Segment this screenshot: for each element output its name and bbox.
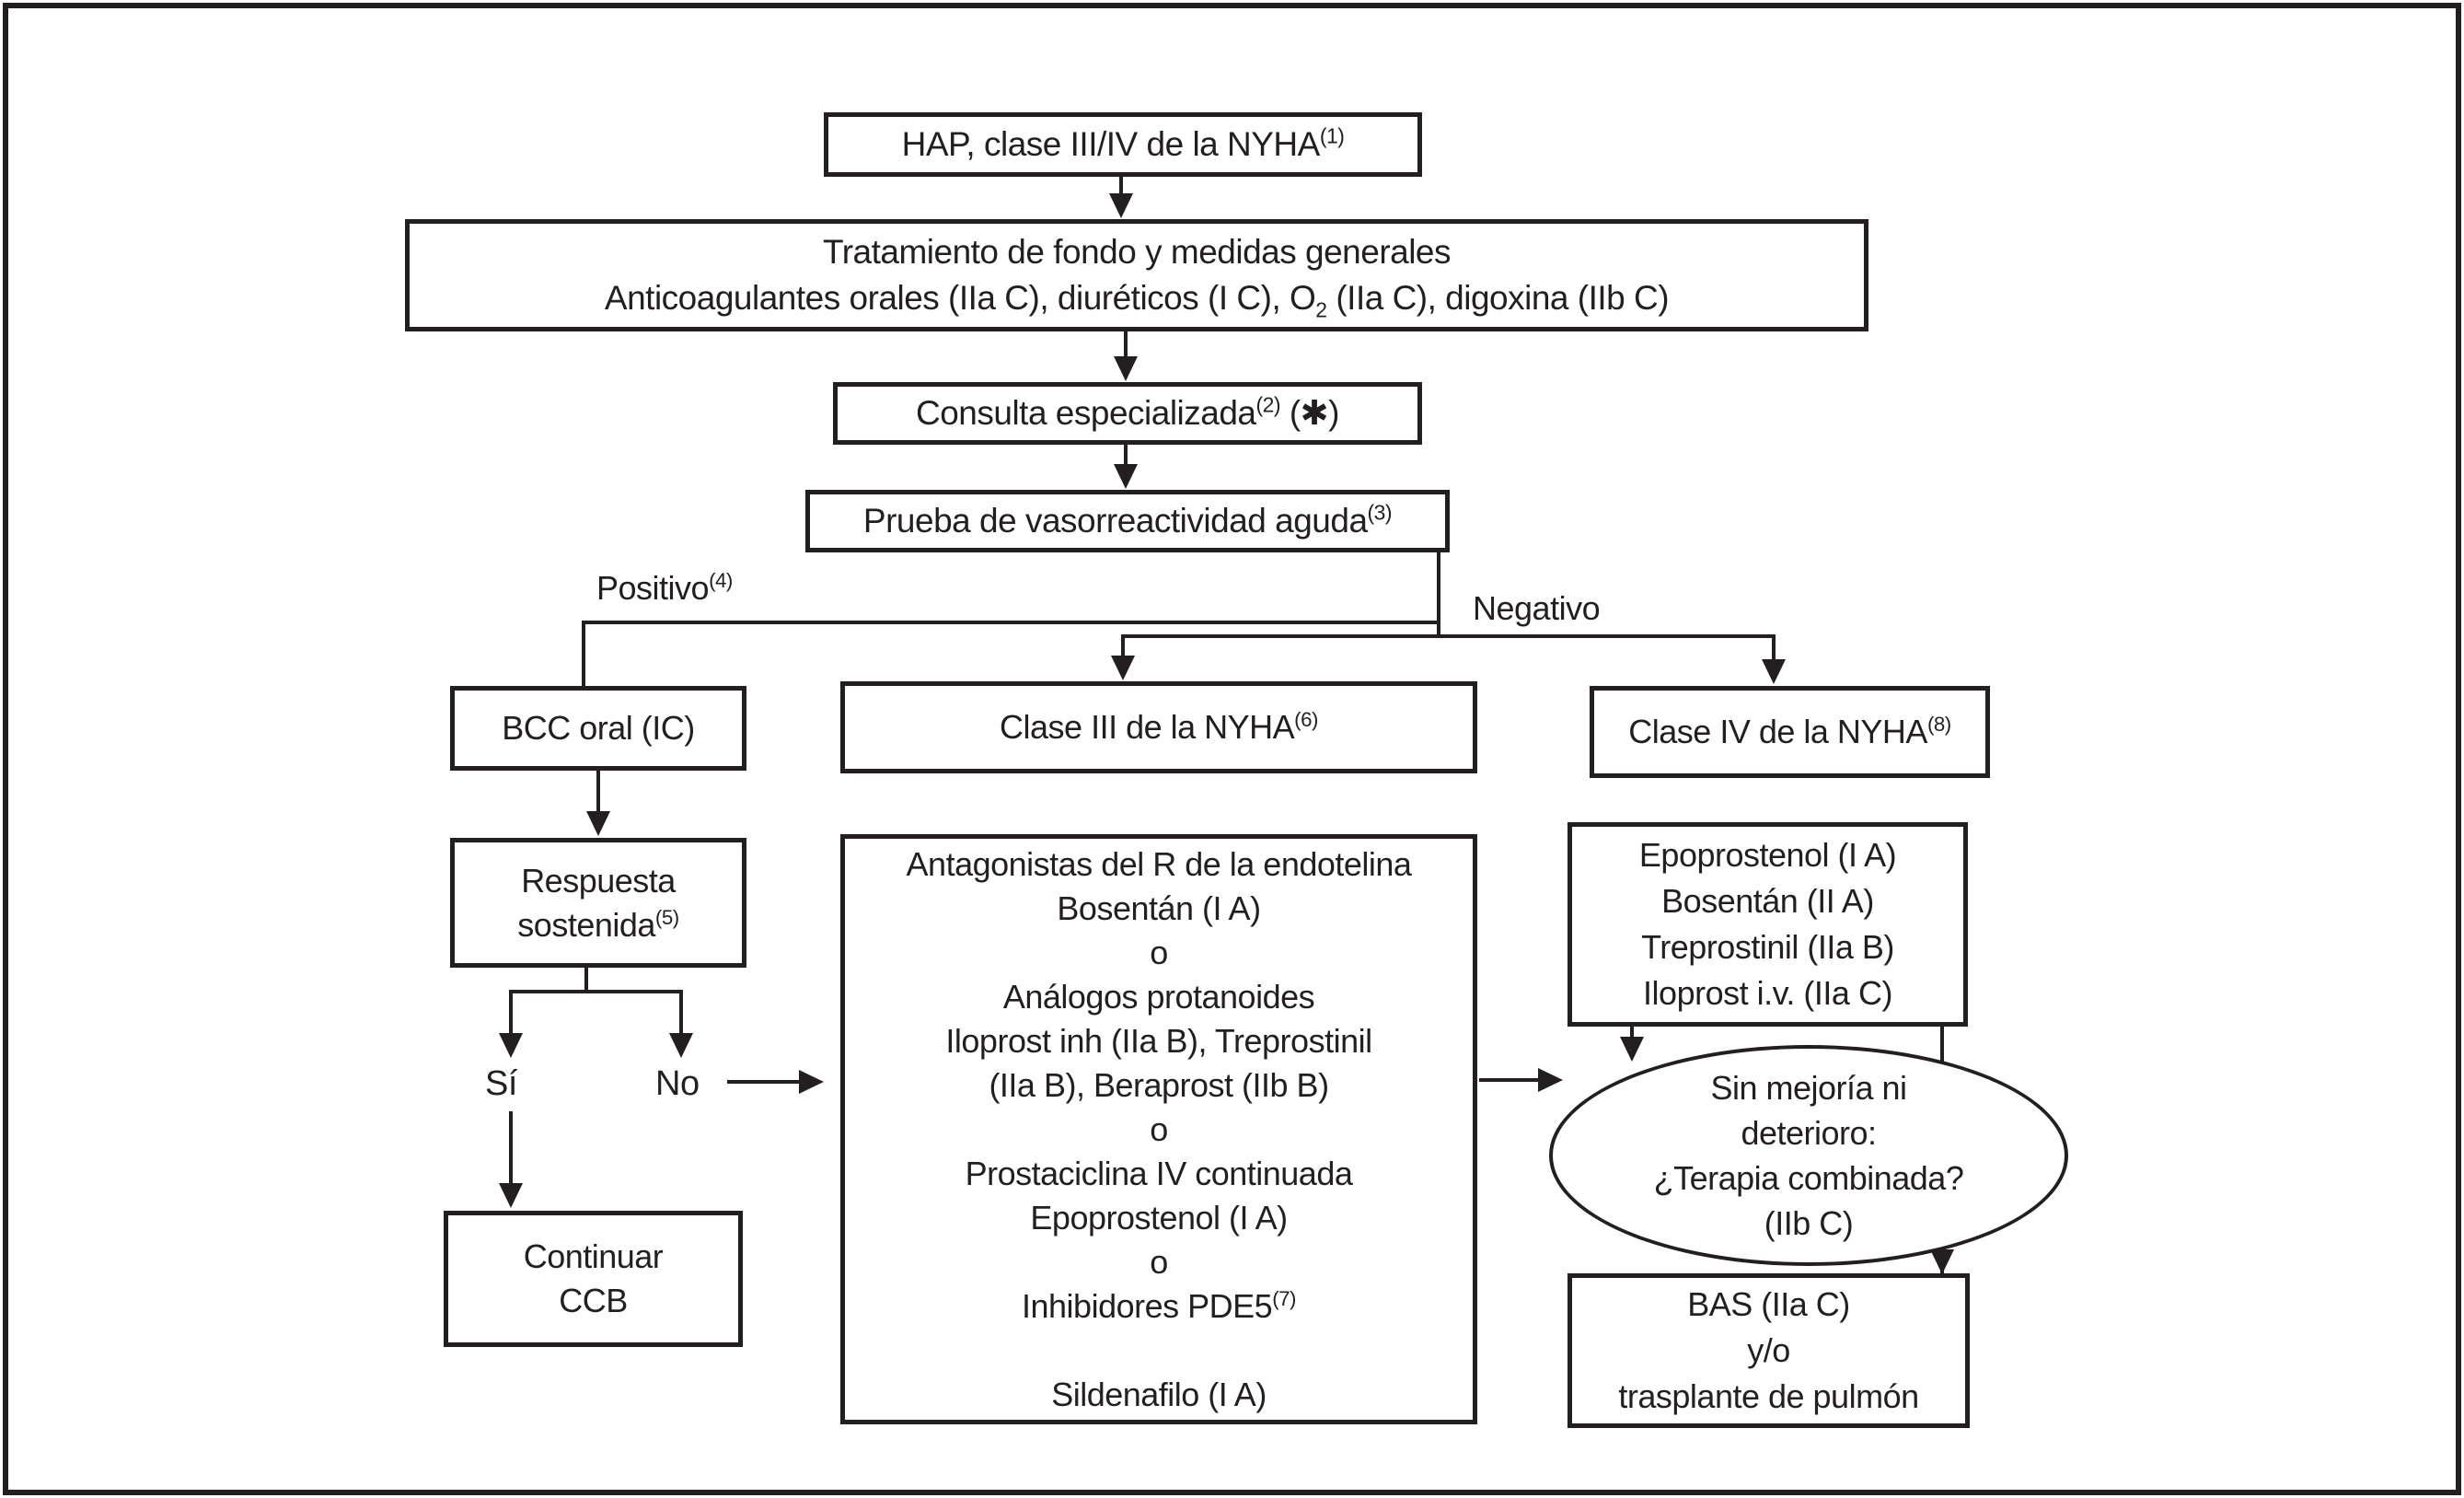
edge-label-negativo: Negativo xyxy=(1473,589,1601,627)
text-line: Treprostinil (IIa B) xyxy=(1641,928,1894,966)
negativo-rail xyxy=(1121,634,1776,638)
text-line: (IIa B), Beraprost (IIb B) xyxy=(989,1065,1329,1104)
node-continuar-ccb: Continuar CCB xyxy=(444,1211,743,1347)
node-respuesta-line1: Respuesta xyxy=(521,861,676,900)
connector-split-si xyxy=(509,990,513,1036)
connector-hap-tratamiento xyxy=(1119,175,1123,197)
connector-bcc-respuesta xyxy=(596,769,600,815)
footnote-marker: (2) xyxy=(1255,392,1281,417)
text-line: o xyxy=(1150,933,1168,971)
footnote-marker: (6) xyxy=(1294,708,1318,731)
text-line: Bosentán (I A) xyxy=(1057,888,1261,927)
arrowhead-negativo-clase3 xyxy=(1111,656,1135,680)
text-line: o xyxy=(1150,1242,1168,1281)
footnote-marker: (4) xyxy=(709,569,733,592)
connector-tratamiento3-terapia xyxy=(1479,1078,1540,1082)
text-line: Sin mejoría ni xyxy=(1710,1069,1907,1107)
connector-tratamiento-consulta xyxy=(1124,330,1128,359)
arrowhead-si-continuar xyxy=(499,1183,523,1208)
text-line: Epoprostenol (I A) xyxy=(1638,836,1897,874)
arrowhead-tratamiento3-terapia xyxy=(1538,1068,1563,1092)
arrowhead-farmacos-terapia xyxy=(1620,1037,1644,1062)
node-hap: HAP, clase III/IV de la NYHA(1) xyxy=(824,112,1422,177)
node-respuesta-line2: sostenida(5) xyxy=(517,905,679,944)
node-hap-label: HAP, clase III/IV de la NYHA(1) xyxy=(901,123,1345,163)
footnote-marker: (5) xyxy=(654,905,679,929)
node-clase3: Clase III de la NYHA(6) xyxy=(840,681,1477,773)
node-tratamiento-line2: Anticoagulantes orales (IIa C), diurétic… xyxy=(604,279,1670,322)
node-consulta-label: Consulta especializada(2) (✱) xyxy=(916,392,1339,432)
connector-farmacos-terapia xyxy=(1630,1025,1634,1039)
node-tratamiento-line1: Tratamiento de fondo y medidas generales xyxy=(822,233,1452,271)
node-clase4-label: Clase IV de la NYHA(8) xyxy=(1628,713,1951,750)
text-line: deterioro: xyxy=(1741,1114,1877,1152)
text-line: y/o xyxy=(1747,1331,1790,1369)
edge-label-si: Sí xyxy=(485,1064,517,1103)
connector-prueba-junction xyxy=(1437,551,1440,638)
arrowhead-split-no xyxy=(669,1033,693,1058)
node-prueba-label: Prueba de vasorreactividad aguda(3) xyxy=(862,500,1393,540)
text-line: Análogos protanoides xyxy=(1002,977,1315,1016)
connector-positivo-bcc xyxy=(582,621,585,686)
arrowhead-negativo-clase4 xyxy=(1762,659,1786,684)
arrowhead-split-si xyxy=(499,1033,523,1058)
text-line xyxy=(845,1329,1473,1373)
arrowhead-tratamiento-consulta xyxy=(1114,356,1138,381)
o2-subscript: 2 xyxy=(1315,297,1327,322)
connector-split-no xyxy=(679,990,683,1036)
connector-negativo-clase4 xyxy=(1772,634,1776,662)
text-line: (IIb C) xyxy=(1764,1204,1854,1242)
text-line: Bosentán (II A) xyxy=(1661,882,1874,920)
node-bcc-label: BCC oral (IC) xyxy=(502,709,695,747)
arrowhead-consulta-prueba xyxy=(1114,464,1138,489)
text-line: Iloprost i.v. (IIa C) xyxy=(1643,974,1892,1012)
text-line: trasplante de pulmón xyxy=(1618,1377,1919,1415)
connector-no-clase3-tratamiento xyxy=(727,1080,801,1084)
figure-border xyxy=(3,3,2461,1495)
text-line: Antagonistas del R de la endotelina xyxy=(906,844,1412,883)
node-bas-lines: BAS (IIa C) y/o trasplante de pulmón xyxy=(1572,1282,1965,1420)
node-respuesta-sostenida: Respuesta sostenida(5) xyxy=(450,838,746,968)
node-clase4-farmacos-lines: Epoprostenol (I A) Bosentán (II A) Trepros… xyxy=(1572,832,1963,1016)
si-no-rail xyxy=(509,990,683,993)
footnote-marker: (1) xyxy=(1319,123,1345,148)
node-prueba-vasorreactividad: Prueba de vasorreactividad aguda(3) xyxy=(805,490,1450,552)
edge-label-no: No xyxy=(655,1064,700,1103)
connector-negativo-clase3 xyxy=(1121,634,1125,660)
node-clase4: Clase IV de la NYHA(8) xyxy=(1590,686,1990,778)
text-line: ¿Terapia combinada? xyxy=(1653,1159,1964,1197)
node-terapia-combinada: Sin mejoría ni deterioro: ¿Terapia combina… xyxy=(1549,1045,2068,1266)
text-line: Inhibidores PDE5(7) xyxy=(1022,1286,1296,1325)
edge-label-positivo: Positivo(4) xyxy=(596,569,733,607)
text-line: BAS (IIa C) xyxy=(1687,1285,1850,1323)
footnote-marker: (3) xyxy=(1367,500,1393,525)
connector-respuesta-split xyxy=(584,966,588,993)
text-line: Prostaciclina IV continuada xyxy=(965,1154,1353,1192)
node-clase4-farmacos: Epoprostenol (I A) Bosentán (II A) Trepros… xyxy=(1567,822,1968,1027)
text-line: Sildenafilo (I A) xyxy=(1051,1375,1267,1413)
node-continuar-line2: CCB xyxy=(559,1282,628,1319)
text-line: Iloprost inh (IIa B), Treprostinil xyxy=(945,1021,1372,1060)
text-line: o xyxy=(1150,1109,1168,1148)
arrowhead-bcc-respuesta xyxy=(586,811,610,836)
node-bcc-oral: BCC oral (IC) xyxy=(450,686,746,771)
node-tratamiento-fondo: Tratamiento de fondo y medidas generales… xyxy=(405,219,1868,331)
node-continuar-line1: Continuar xyxy=(523,1237,664,1275)
connector-consulta-prueba xyxy=(1124,443,1128,467)
footnote-marker: (7) xyxy=(1272,1286,1296,1310)
node-bas-trasplante: BAS (IIa C) y/o trasplante de pulmón xyxy=(1567,1273,1970,1428)
positivo-rail xyxy=(582,621,1440,624)
text-line: Epoprostenol (I A) xyxy=(1030,1198,1288,1237)
arrowhead-no-clase3-tratamiento xyxy=(799,1070,824,1094)
node-terapia-combinada-lines: Sin mejoría ni deterioro: ¿Terapia combina… xyxy=(1553,1065,2065,1246)
connector-si-continuar xyxy=(509,1111,513,1187)
node-consulta: Consulta especializada(2) (✱) xyxy=(833,382,1422,445)
arrowhead-farmacos-bas xyxy=(1930,1249,1954,1274)
arrowhead-hap-tratamiento xyxy=(1109,193,1133,218)
node-clase3-label: Clase III de la NYHA(6) xyxy=(1000,708,1318,746)
footnote-marker: (8) xyxy=(1926,713,1951,736)
